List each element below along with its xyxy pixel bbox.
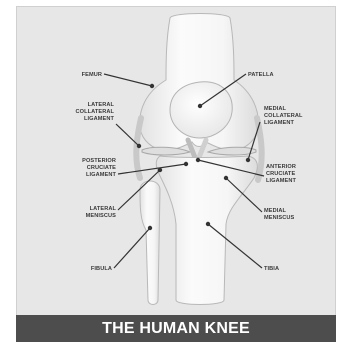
acl-label-line-2: CRUCIATE: [266, 171, 295, 177]
lateral-meniscus-label-line-1: LATERAL: [90, 206, 117, 212]
mcl-label-line-2: COLLATERAL: [264, 113, 303, 119]
patella-point: [198, 104, 202, 108]
lcl-label-line-3: LIGAMENT: [84, 116, 114, 122]
femur-leader: [104, 74, 152, 86]
femur-point: [150, 84, 154, 88]
medial-meniscus-label-line-1: MEDIAL: [264, 208, 287, 214]
lcl-label-line-1: LATERAL: [88, 102, 115, 108]
lateral-meniscus: [142, 147, 190, 155]
fibula-label: FIBULA: [91, 266, 112, 272]
lcl-point: [137, 144, 141, 148]
tibia-bone: [156, 156, 257, 305]
lateral-meniscus-point: [158, 168, 162, 172]
lcl-label-line-2: COLLATERAL: [76, 109, 115, 115]
acl-point: [196, 158, 200, 162]
mcl-label-line-1: MEDIAL: [264, 106, 287, 112]
pcl-label-line-1: POSTERIOR: [82, 158, 116, 164]
lateral-meniscus-label-line-2: MENISCUS: [86, 213, 116, 219]
pcl-label-line-3: LIGAMENT: [86, 172, 116, 178]
tibia-label: TIBIA: [264, 266, 279, 272]
mcl-point: [246, 158, 250, 162]
medial-meniscus-label-line-2: MENISCUS: [264, 215, 294, 221]
page-title: THE HUMAN KNEE: [102, 320, 250, 338]
medial-meniscus-point: [224, 176, 228, 180]
patella-label: PATELLA: [248, 72, 274, 78]
pcl-point: [184, 162, 188, 166]
tibia-point: [206, 222, 210, 226]
fibula-leader: [114, 228, 150, 268]
fibula-point: [148, 226, 152, 230]
mcl-label-line-3: LIGAMENT: [264, 120, 294, 126]
pcl-label-line-2: CRUCIATE: [87, 165, 116, 171]
medial-meniscus: [208, 147, 256, 155]
acl-label-line-3: LIGAMENT: [266, 178, 296, 184]
acl-label-line-1: ANTERIOR: [266, 164, 296, 170]
title-banner: THE HUMAN KNEE: [16, 315, 336, 342]
femur-label: FEMUR: [82, 72, 102, 78]
fibula-bone: [140, 181, 160, 305]
